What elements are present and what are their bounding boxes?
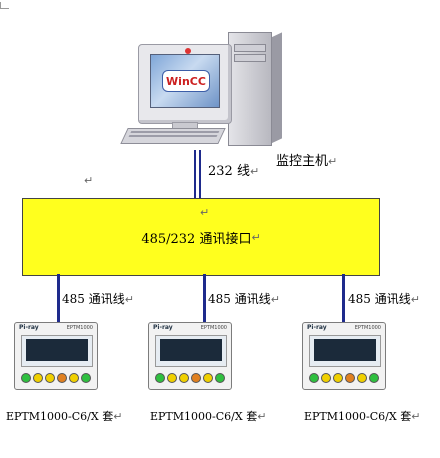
device-panel: [21, 335, 93, 367]
device-panel-icon: Pi-ray EPTM1000: [302, 322, 386, 390]
corner-mark: [0, 2, 9, 9]
device-panel-icon: Pi-ray EPTM1000: [148, 322, 232, 390]
keyboard-icon: [120, 128, 226, 144]
rs485-line-label-1-text: 485 通讯线: [62, 292, 125, 306]
paragraph-mark: ↵: [84, 174, 94, 187]
rs232-line-label-text: 232 线: [208, 164, 250, 179]
paragraph-mark: ↵: [200, 206, 210, 219]
paragraph-mark: ↵: [124, 293, 134, 306]
paragraph-mark: ↵: [270, 293, 280, 306]
paragraph-mark: ↵: [251, 230, 261, 244]
rs485-line-label-2-text: 485 通讯线: [208, 292, 271, 306]
device-button: [45, 373, 55, 383]
device-button: [167, 373, 177, 383]
rs232-line: [194, 150, 196, 198]
device-label-3: EPTM1000-C6/X 套↵: [304, 408, 420, 424]
device-button: [321, 373, 331, 383]
device-button: [333, 373, 343, 383]
device-button: [179, 373, 189, 383]
rs485-line-2: [203, 274, 206, 322]
computer-label: 监控主机↵: [276, 150, 337, 169]
tower-drive-bay: [234, 44, 266, 52]
device-model: EPTM1000: [354, 325, 381, 331]
wincc-logo-dot: [185, 48, 191, 54]
device-label-1: EPTM1000-C6/X 套↵: [6, 408, 122, 424]
rs232-line-label: 232 线↵: [208, 160, 259, 179]
device-button: [357, 373, 367, 383]
device-panel: [309, 335, 381, 367]
device-panel-icon: Pi-ray EPTM1000: [14, 322, 98, 390]
device-label-3-text: EPTM1000-C6/X 套: [304, 410, 412, 423]
wincc-logo: WinCC: [162, 70, 210, 92]
device-logo: Pi-ray: [153, 324, 173, 331]
paragraph-mark: ↵: [257, 410, 267, 423]
paragraph-mark: ↵: [113, 410, 123, 423]
rs485-line-label-3-text: 485 通讯线: [348, 292, 411, 306]
device-button: [203, 373, 213, 383]
converter-label: 485/232 通讯接口: [141, 231, 252, 247]
computer-label-text: 监控主机: [276, 154, 329, 169]
paragraph-mark: ↵: [328, 155, 338, 168]
device-buttons: [309, 373, 379, 383]
device-button: [369, 373, 379, 383]
paragraph-mark: ↵: [410, 293, 420, 306]
device-logo: Pi-ray: [19, 324, 39, 331]
device-label-2: EPTM1000-C6/X 套↵: [150, 408, 266, 424]
device-button: [215, 373, 225, 383]
device-display: [26, 339, 88, 361]
paragraph-mark: ↵: [411, 410, 421, 423]
device-logo: Pi-ray: [307, 324, 327, 331]
tower-drive-bay: [234, 54, 266, 62]
rs485-line-label-2: 485 通讯线↵: [208, 290, 280, 307]
device-display: [314, 339, 376, 361]
device-buttons: [155, 373, 225, 383]
device-label-2-text: EPTM1000-C6/X 套: [150, 410, 258, 423]
rs485-line-label-1: 485 通讯线↵: [62, 290, 134, 307]
device-panel: [155, 335, 227, 367]
device-button: [309, 373, 319, 383]
device-button: [21, 373, 31, 383]
device-button: [69, 373, 79, 383]
device-button: [33, 373, 43, 383]
device-label-1-text: EPTM1000-C6/X 套: [6, 410, 114, 423]
device-display: [160, 339, 222, 361]
converter-box: 485/232 通讯接口↵: [22, 198, 380, 276]
device-button: [57, 373, 67, 383]
rs485-line-3: [342, 274, 345, 322]
rs485-line-1: [57, 274, 60, 322]
device-model: EPTM1000: [66, 325, 93, 331]
device-buttons: [21, 373, 91, 383]
rs485-line-label-3: 485 通讯线↵: [348, 290, 420, 307]
rs232-line: [199, 150, 201, 198]
device-button: [191, 373, 201, 383]
device-button: [155, 373, 165, 383]
paragraph-mark: ↵: [249, 165, 260, 178]
device-model: EPTM1000: [200, 325, 227, 331]
device-button: [345, 373, 355, 383]
device-button: [81, 373, 91, 383]
